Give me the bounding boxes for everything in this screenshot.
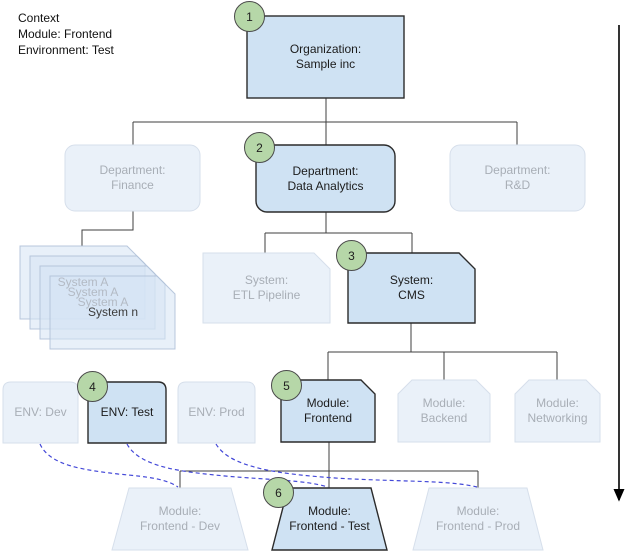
system-cms-shape xyxy=(347,252,476,324)
deploy-dev-line2: Frontend - Dev xyxy=(139,519,221,533)
connector-org-departments xyxy=(132,98,518,145)
system-stack-item-n: System n xyxy=(87,305,138,319)
system-cms-label: System: CMS xyxy=(348,253,475,323)
deploy-prod-line1: Module: xyxy=(456,504,500,518)
system-cms-line1: System: xyxy=(389,273,434,287)
deploy-frontend-prod-label: Module: Frontend - Prod xyxy=(413,488,543,550)
org-line2: Sample inc xyxy=(295,57,356,71)
deploy-frontend-dev-shape xyxy=(111,487,249,551)
deploy-frontend-test-label: Module: Frontend - Test xyxy=(272,488,387,550)
env-deploy-links xyxy=(39,443,478,488)
link-dev xyxy=(39,443,179,488)
module-networking-shape xyxy=(514,379,601,443)
deploy-frontend-dev-label: Module: Frontend - Dev xyxy=(112,488,248,550)
module-backend-shape xyxy=(397,379,491,443)
env-test-text: ENV: Test xyxy=(100,405,154,419)
dept-data-analytics-shape xyxy=(255,144,396,213)
context-title: Context xyxy=(18,11,60,25)
env-dev-label: ENV: Dev xyxy=(3,382,78,443)
module-networking-line1: Module: xyxy=(536,396,579,410)
deploy-prod-line2: Frontend - Prod xyxy=(435,519,521,533)
module-networking-line2: Networking xyxy=(527,411,588,425)
link-prod xyxy=(215,443,478,488)
step-badge-4: 4 xyxy=(77,371,108,402)
env-dev-text: ENV: Dev xyxy=(14,405,67,419)
dept-rnd-shape xyxy=(449,144,586,212)
step-badge-6: 6 xyxy=(263,477,294,508)
module-frontend-line1: Module: xyxy=(306,396,350,410)
org-line1: Organization: xyxy=(289,42,362,56)
module-backend-line1: Module: xyxy=(422,396,466,410)
module-networking-label: Module: Networking xyxy=(515,380,600,442)
step-badge-3: 3 xyxy=(336,240,367,271)
dept-finance-line1: Department: xyxy=(99,163,166,177)
dept-rnd-line2: R&D xyxy=(504,178,531,192)
deploy-dev-line1: Module: xyxy=(158,504,202,518)
context-block: Context Module: Frontend Environment: Te… xyxy=(18,10,114,58)
connector-lines xyxy=(81,98,558,488)
context-module: Module: Frontend xyxy=(18,27,113,41)
dept-finance-line2: Finance xyxy=(111,178,154,192)
connector-dataanalytics-systems xyxy=(264,212,413,253)
connector-finance-systems xyxy=(81,211,134,246)
dept-data-analytics-label: Department: Data Analytics xyxy=(256,145,395,212)
system-etl-line1: System: xyxy=(244,273,289,287)
system-stack-shapes xyxy=(19,245,176,350)
step-badge-1: 1 xyxy=(234,1,265,32)
system-stack-item-1: System A xyxy=(57,275,109,289)
env-prod-text: ENV: Prod xyxy=(188,405,245,419)
context-environment: Environment: Test xyxy=(18,43,114,57)
system-stack-item-2: System A xyxy=(67,285,119,299)
deploy-test-line2: Frontend - Test xyxy=(289,519,370,533)
deploy-frontend-prod-shape xyxy=(412,487,544,551)
system-stack-item-3: System A xyxy=(77,295,129,309)
connector-cms-modules xyxy=(327,323,558,380)
link-test xyxy=(126,443,329,488)
step-badge-5: 5 xyxy=(271,370,302,401)
dept-finance-label: Department: Finance xyxy=(65,145,200,211)
system-cms-line2: CMS xyxy=(398,288,425,302)
system-card-n xyxy=(49,275,176,350)
system-etl-label: System: ETL Pipeline xyxy=(203,253,330,323)
env-prod-shape xyxy=(177,381,256,444)
dept-rnd-label: Department: R&D xyxy=(450,145,585,211)
module-frontend-line2: Frontend xyxy=(303,411,353,425)
env-prod-label: ENV: Prod xyxy=(178,382,255,443)
system-etl-line2: ETL Pipeline xyxy=(232,288,301,302)
dept-finance-shape xyxy=(64,144,201,212)
connector-frontend-deployments xyxy=(179,442,479,488)
dept-da-line2: Data Analytics xyxy=(287,178,364,193)
env-test-label: ENV: Test xyxy=(88,382,166,443)
deploy-test-line1: Module: xyxy=(308,504,351,518)
dept-da-line1: Department: xyxy=(292,163,359,178)
deploy-frontend-test-shape xyxy=(271,487,388,551)
module-frontend-label: Module: Frontend xyxy=(281,380,375,442)
step-badge-2: 2 xyxy=(244,132,275,163)
module-backend-label: Module: Backend xyxy=(398,380,490,442)
dept-rnd-line1: Department: xyxy=(484,163,551,177)
module-backend-line2: Backend xyxy=(420,411,468,425)
org-node-shape xyxy=(246,15,405,99)
system-etl-shape xyxy=(202,252,331,324)
org-node-label: Organization: Sample inc xyxy=(247,16,404,98)
